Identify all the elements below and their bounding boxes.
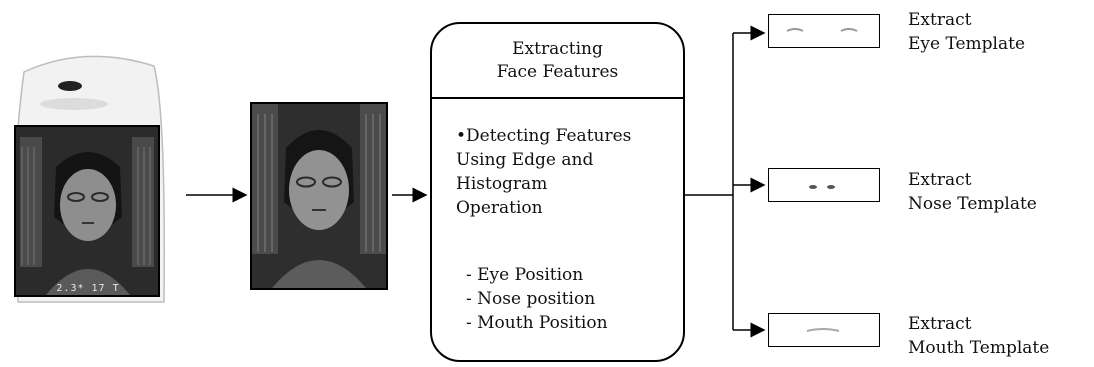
- mouth-template-label: Extract Mouth Template: [908, 312, 1049, 360]
- nose-template-box: [768, 168, 880, 202]
- title-line-1: Extracting: [512, 39, 603, 59]
- position-item-mouth: - Mouth Position: [466, 313, 608, 333]
- nose-template-label: Extract Nose Template: [908, 168, 1037, 216]
- title-line-2: Face Features: [496, 62, 619, 82]
- feature-position-list: - Eye Position - Nose position - Mouth P…: [466, 263, 681, 335]
- position-item-nose: - Nose position: [466, 289, 596, 309]
- position-item-eye: - Eye Position: [466, 265, 584, 285]
- mouth-label-line-1: Extract: [908, 314, 972, 334]
- mouth-label-line-2: Mouth Template: [908, 338, 1050, 358]
- nose-label-line-1: Extract: [908, 170, 972, 190]
- feature-extraction-box: [430, 22, 685, 362]
- captured-face-image: [250, 102, 388, 290]
- feature-box-title: Extracting Face Features: [430, 38, 685, 84]
- description-line: Using Edge and: [456, 150, 594, 170]
- eye-template-label: Extract Eye Template: [908, 8, 1025, 56]
- description-line: •Detecting Features: [456, 126, 632, 146]
- eye-template-box: [768, 14, 880, 48]
- eye-label-line-2: Eye Template: [908, 34, 1026, 54]
- mouth-template-box: [768, 313, 880, 347]
- feature-description: •Detecting Features Using Edge and Histo…: [456, 124, 681, 220]
- phone-screen: [14, 125, 160, 297]
- eye-label-line-1: Extract: [908, 10, 972, 30]
- description-line: Operation: [456, 198, 543, 218]
- nose-label-line-2: Nose Template: [908, 194, 1037, 214]
- description-line: Histogram: [456, 174, 548, 194]
- phone-readout: 2.3* 17 T: [56, 283, 120, 294]
- feature-box-divider: [430, 97, 685, 99]
